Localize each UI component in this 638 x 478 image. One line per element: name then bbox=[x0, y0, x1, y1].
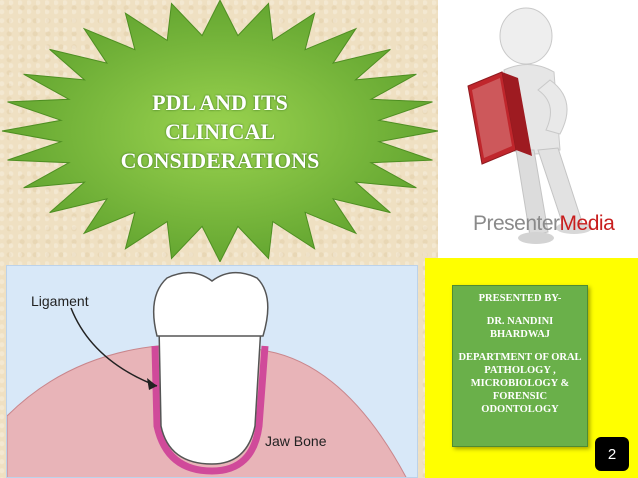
slide-title: PDL AND ITS CLINICAL CONSIDERATIONS bbox=[120, 90, 320, 173]
department-name: DEPARTMENT OF ORAL PATHOLOGY , MICROBIOL… bbox=[458, 352, 582, 415]
page-number-badge: 2 bbox=[595, 437, 629, 471]
presenter-info-box: PRESENTED BY- DR. NANDINI BHARDWAJ DEPAR… bbox=[452, 285, 588, 447]
tooth-ligament-diagram: Ligament Jaw Bone bbox=[6, 265, 418, 478]
reading-figure-illustration bbox=[438, 0, 638, 258]
title-starburst-shape bbox=[1, 0, 439, 262]
ligament-label: Ligament bbox=[31, 293, 89, 309]
presented-by-label: PRESENTED BY- bbox=[478, 293, 562, 304]
presentermedia-logo: PresenterMedia bbox=[473, 212, 615, 235]
jaw-bone-label: Jaw Bone bbox=[265, 433, 327, 449]
presenter-name: DR. NANDINI BHARDWAJ bbox=[486, 316, 554, 340]
